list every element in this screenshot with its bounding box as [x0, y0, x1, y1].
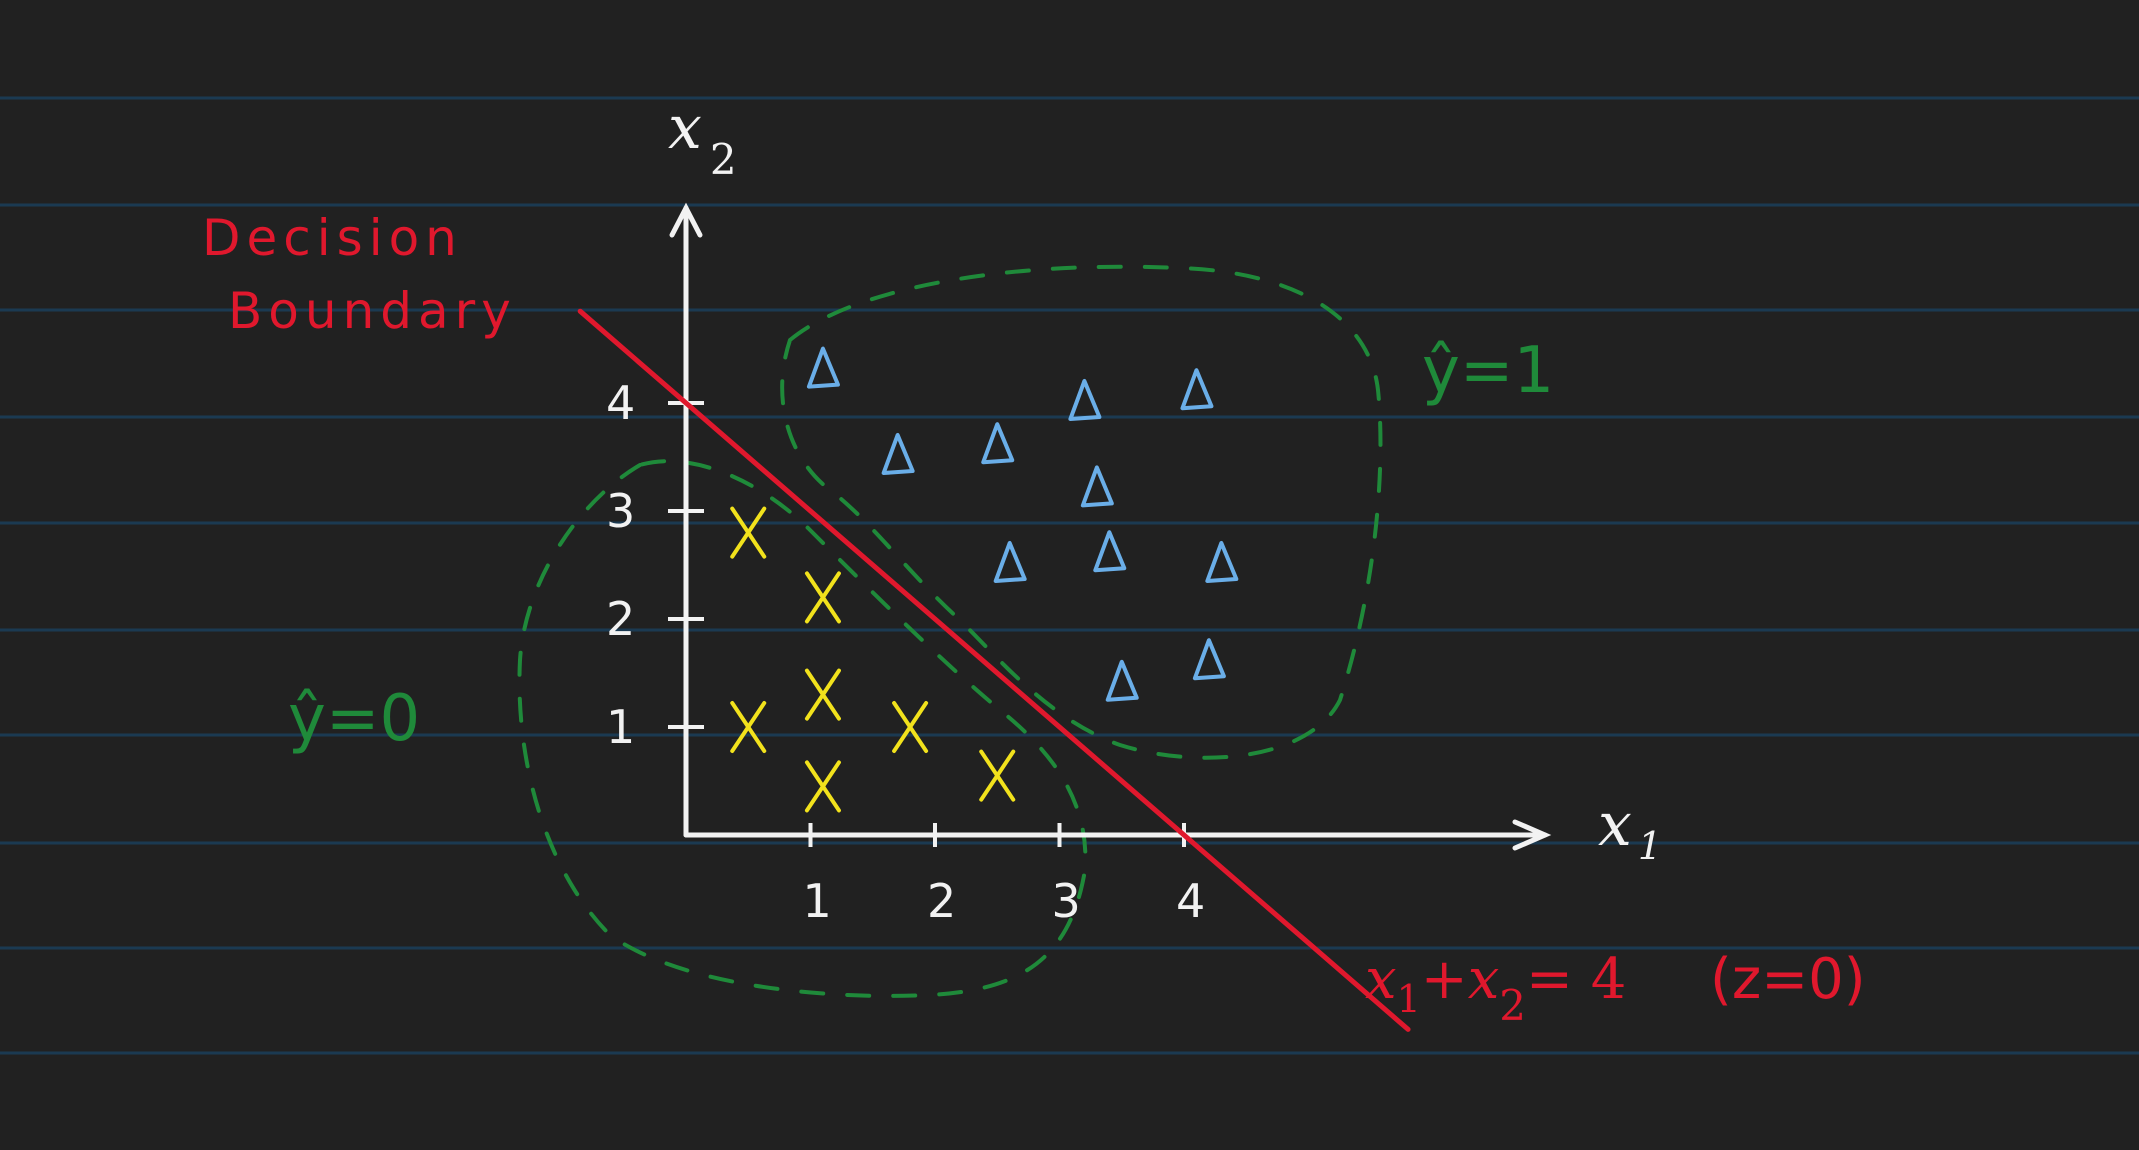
axis-ticks: 1 2 3 4 1 2 3 4	[606, 376, 1205, 928]
class1-triangle-point	[993, 541, 1027, 583]
y-tick-label: 2	[606, 592, 635, 646]
class1-triangle-point	[1080, 465, 1114, 508]
class0-cluster-outline	[517, 459, 1088, 998]
class1-triangle-point	[1205, 541, 1239, 583]
class1-triangle-point	[1180, 368, 1214, 411]
ruled-lines	[0, 96, 2139, 1055]
boundary-equation-note: (z=0)	[1710, 947, 1866, 1012]
class1-triangle-point	[1192, 638, 1226, 681]
class1-triangle-point	[881, 433, 915, 475]
y-tick-label: 3	[606, 484, 635, 538]
decision-boundary-line	[577, 308, 1411, 1032]
class1-triangle-point	[806, 346, 840, 389]
y-tick-label: 1	[606, 700, 635, 754]
class0-x-point	[979, 749, 1016, 802]
decision-boundary-title: Decision Boundary	[202, 209, 517, 340]
x-axis-subscript: 1	[1638, 824, 1662, 868]
y-tick-label: 4	[606, 376, 635, 430]
class0-x-point	[804, 668, 841, 721]
class0-x-point	[730, 506, 767, 559]
class0-x-point	[804, 571, 841, 624]
class0-x-point	[730, 701, 767, 753]
class1-triangle-point	[1093, 530, 1127, 573]
decision-boundary-title-line2: Boundary	[228, 282, 517, 340]
x-tick-label: 1	[803, 874, 832, 928]
class1-triangle-point	[1105, 659, 1139, 702]
class0-x-point	[892, 701, 929, 753]
class0-prediction-label: ŷ=0	[288, 682, 420, 756]
boundary-equation: x1+x2= 4	[1365, 947, 1626, 1030]
x-tick-label: 3	[1052, 874, 1081, 928]
y-axis-arrow-head	[669, 202, 703, 238]
class1-triangle-point	[1068, 379, 1102, 421]
class1-triangle-point	[981, 422, 1015, 465]
y-axis-subscript: 2	[710, 135, 737, 184]
x-axis-arrow-head	[1512, 819, 1552, 851]
x-tick-label: 4	[1176, 874, 1205, 928]
axes	[669, 202, 1552, 851]
data-points	[730, 346, 1239, 813]
decision-boundary-title-line1: Decision	[202, 209, 463, 267]
class1-prediction-label: ŷ=1	[1422, 334, 1554, 408]
class0-x-point	[804, 760, 841, 813]
x-tick-label: 2	[927, 874, 956, 928]
